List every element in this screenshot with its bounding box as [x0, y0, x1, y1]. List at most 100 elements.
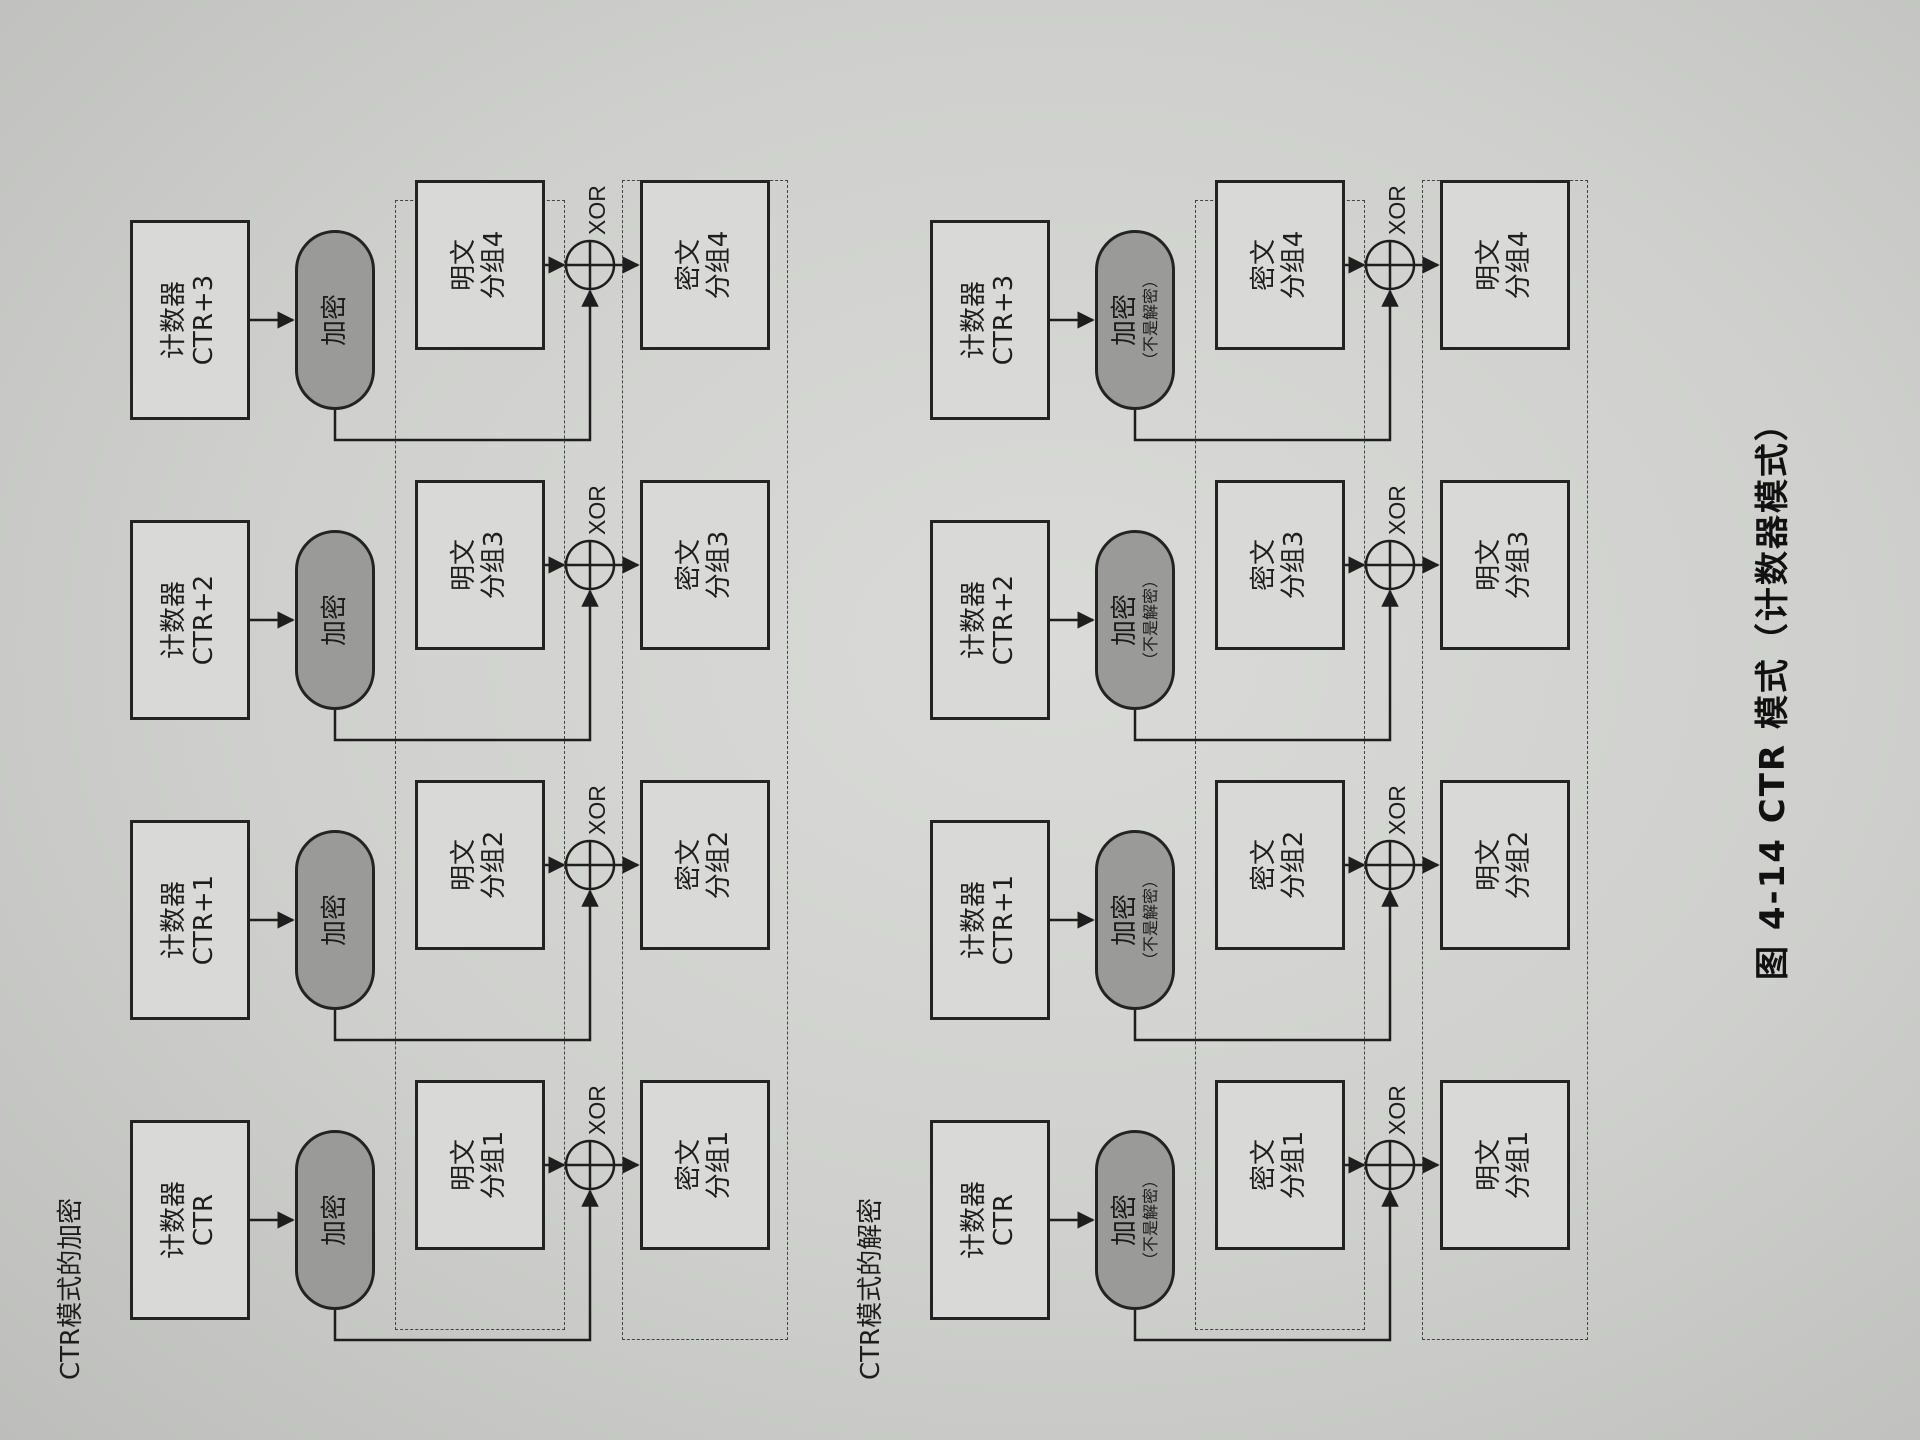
decryption-keystream-line — [1133, 589, 1399, 742]
decryption-xor-label: XOR — [1384, 485, 1410, 535]
encryption-cipher-op: 加密 — [295, 1130, 375, 1310]
counter-value: CTR+3 — [989, 274, 1019, 366]
decryption-xor-symbol — [1364, 239, 1416, 291]
encryption-plaintext-block: 明文分组4 — [415, 180, 545, 350]
encryption-keystream-line — [333, 289, 599, 442]
block-label: 明文 — [449, 539, 480, 592]
encryption-ciphertext-block: 密文分组4 — [640, 180, 770, 350]
block-label: 明文 — [449, 1139, 480, 1192]
cipher-op-label: 加密 — [1109, 294, 1140, 347]
encryption-xor-symbol — [564, 239, 616, 291]
decryption-keystream-line — [1133, 1189, 1399, 1342]
encryption-plaintext-block: 明文分组1 — [415, 1080, 545, 1250]
cipher-op-label: 加密 — [319, 1194, 350, 1247]
decryption-plaintext-block: 明文分组2 — [1440, 780, 1570, 950]
block-index: 分组2 — [1504, 830, 1534, 900]
counter-label: 计数器 — [959, 581, 990, 660]
decryption-ciphertext-block: 密文分组1 — [1215, 1080, 1345, 1250]
block-label: 明文 — [1474, 239, 1505, 292]
decryption-cipher-op: 加密（不是解密） — [1095, 830, 1175, 1010]
decryption-heading: CTR模式的解密 — [856, 1197, 886, 1380]
encryption-xor-symbol — [564, 539, 616, 591]
cipher-op-label: 加密 — [1109, 894, 1140, 947]
decryption-xor-symbol — [1364, 839, 1416, 891]
decryption-keystream-line — [1133, 889, 1399, 1042]
decryption-cipher-op: 加密（不是解密） — [1095, 1130, 1175, 1310]
counter-label: 计数器 — [959, 281, 990, 360]
counter-label: 计数器 — [159, 1181, 190, 1260]
cipher-op-label: 加密 — [319, 594, 350, 647]
cipher-op-label: 加密 — [319, 894, 350, 947]
counter-value: CTR — [189, 1193, 219, 1247]
cipher-op-note: （不是解密） — [1140, 1172, 1160, 1269]
counter-value: CTR+2 — [189, 574, 219, 666]
cipher-op-label: 加密 — [319, 294, 350, 347]
counter-label: 计数器 — [159, 281, 190, 360]
block-label: 密文 — [674, 239, 705, 292]
cipher-op-label: 加密 — [1109, 1194, 1140, 1247]
decryption-xor-symbol — [1364, 1139, 1416, 1191]
block-index: 分组4 — [1504, 230, 1534, 300]
block-index: 分组2 — [479, 830, 509, 900]
decryption-ciphertext-block: 密文分组3 — [1215, 480, 1345, 650]
block-index: 分组1 — [479, 1130, 509, 1200]
decryption-xor-label: XOR — [1384, 1085, 1410, 1135]
cipher-op-note: （不是解密） — [1140, 272, 1160, 369]
counter-label: 计数器 — [159, 581, 190, 660]
encryption-xor-label: XOR — [584, 185, 610, 235]
decryption-plaintext-block: 明文分组4 — [1440, 180, 1570, 350]
counter-label: 计数器 — [959, 881, 990, 960]
block-index: 分组3 — [479, 530, 509, 600]
counter-value: CTR+2 — [989, 574, 1019, 666]
block-label: 密文 — [1249, 539, 1280, 592]
encryption-xor-label: XOR — [584, 485, 610, 535]
block-index: 分组4 — [704, 230, 734, 300]
block-index: 分组1 — [1279, 1130, 1309, 1200]
encryption-xor-label: XOR — [584, 1085, 610, 1135]
decryption-ciphertext-block: 密文分组4 — [1215, 180, 1345, 350]
block-label: 明文 — [1474, 539, 1505, 592]
decryption-cipher-op: 加密（不是解密） — [1095, 230, 1175, 410]
counter-value: CTR+1 — [189, 874, 219, 966]
block-label: 密文 — [1249, 839, 1280, 892]
encryption-plaintext-block: 明文分组2 — [415, 780, 545, 950]
decryption-keystream-line — [1133, 289, 1399, 442]
encryption-keystream-line — [333, 1189, 599, 1342]
block-index: 分组4 — [479, 230, 509, 300]
cipher-op-note: （不是解密） — [1140, 872, 1160, 969]
decryption-plaintext-block: 明文分组3 — [1440, 480, 1570, 650]
block-label: 密文 — [674, 1139, 705, 1192]
encryption-keystream-line — [333, 889, 599, 1042]
block-label: 明文 — [1474, 839, 1505, 892]
encryption-ciphertext-block: 密文分组3 — [640, 480, 770, 650]
encryption-xor-label: XOR — [584, 785, 610, 835]
decryption-xor-symbol — [1364, 539, 1416, 591]
block-label: 密文 — [674, 539, 705, 592]
counter-value: CTR+3 — [189, 274, 219, 366]
block-index: 分组1 — [704, 1130, 734, 1200]
figure-caption: 图 4-14 CTR 模式（计数器模式） — [1753, 405, 1793, 980]
block-index: 分组2 — [704, 830, 734, 900]
block-index: 分组1 — [1504, 1130, 1534, 1200]
block-index: 分组4 — [1279, 230, 1309, 300]
encryption-ciphertext-block: 密文分组2 — [640, 780, 770, 950]
counter-value: CTR — [989, 1193, 1019, 1247]
counter-value: CTR+1 — [989, 874, 1019, 966]
counter-label: 计数器 — [159, 881, 190, 960]
decryption-plaintext-block: 明文分组1 — [1440, 1080, 1570, 1250]
block-index: 分组3 — [1279, 530, 1309, 600]
encryption-xor-symbol — [564, 839, 616, 891]
encryption-heading: CTR模式的加密 — [56, 1197, 86, 1380]
encryption-cipher-op: 加密 — [295, 530, 375, 710]
block-label: 明文 — [449, 239, 480, 292]
encryption-keystream-line — [333, 589, 599, 742]
